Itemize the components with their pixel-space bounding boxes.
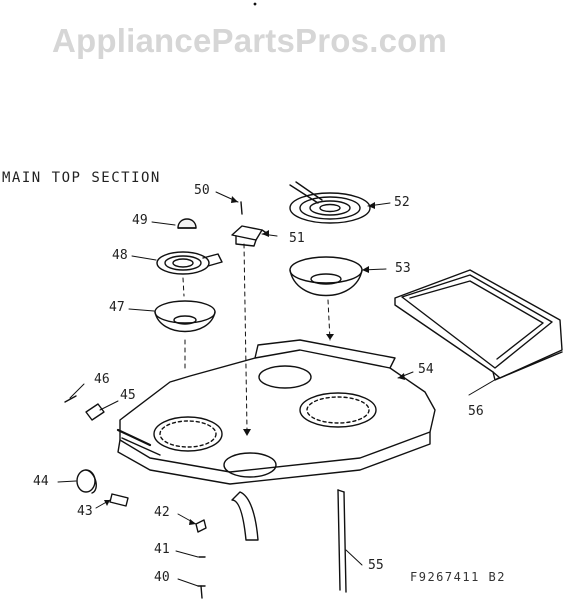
callout-45: 45 xyxy=(120,388,136,403)
control-knob xyxy=(76,469,97,494)
terminal-screw xyxy=(240,201,243,215)
clip-42 xyxy=(195,519,207,533)
knob-cap xyxy=(177,218,197,229)
callout-41: 41 xyxy=(154,542,170,557)
callout-55: 55 xyxy=(368,558,384,573)
mounting-screw-small xyxy=(64,395,77,403)
figure-code: F9267411 B2 xyxy=(410,570,506,584)
callout-52: 52 xyxy=(394,195,410,210)
callout-48: 48 xyxy=(112,248,128,263)
surface-element-small xyxy=(156,251,223,275)
screw-40 xyxy=(197,585,206,599)
arrowheads xyxy=(104,196,405,525)
knob-spring xyxy=(109,493,129,507)
print-speck xyxy=(253,2,257,6)
callout-56: 56 xyxy=(468,404,484,419)
drip-bowl-large xyxy=(289,256,363,297)
vent-duct xyxy=(231,491,259,541)
callout-53: 53 xyxy=(395,261,411,276)
callout-40: 40 xyxy=(154,570,170,585)
callout-50: 50 xyxy=(194,183,210,198)
terminal-block xyxy=(231,225,269,247)
main-top-panel xyxy=(116,339,436,485)
callout-44: 44 xyxy=(33,474,49,489)
callout-51: 51 xyxy=(289,231,305,246)
cooktop-cover xyxy=(394,269,563,381)
indicator-light xyxy=(85,403,105,421)
watermark-logo: AppliancePartsPros.com xyxy=(52,22,448,59)
callout-42: 42 xyxy=(154,505,170,520)
callout-47: 47 xyxy=(109,300,125,315)
callout-46: 46 xyxy=(94,372,110,387)
callout-49: 49 xyxy=(132,213,148,228)
callout-54: 54 xyxy=(418,362,434,377)
drip-bowl-small xyxy=(154,300,216,333)
section-title: MAIN TOP SECTION xyxy=(2,170,161,186)
surface-element-large xyxy=(289,181,371,224)
callout-43: 43 xyxy=(77,504,93,519)
side-trim xyxy=(337,489,347,593)
